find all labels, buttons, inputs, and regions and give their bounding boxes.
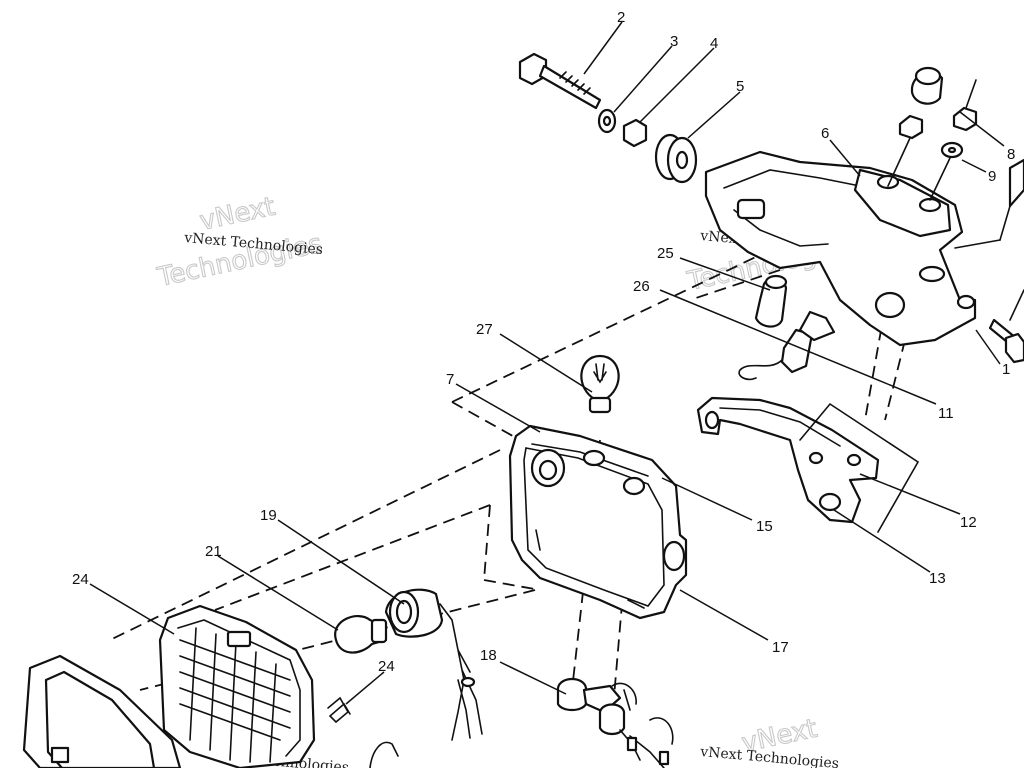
callout-12: 12 <box>960 514 977 531</box>
callout-19: 21 <box>205 543 222 560</box>
callout-11: 11 <box>938 405 954 422</box>
callout-14: 15 <box>756 518 773 535</box>
part-grommet <box>654 133 698 184</box>
part-lower-sockets <box>556 677 674 768</box>
callout-leader-lines <box>89 21 1005 705</box>
callout-17: 18 <box>480 647 497 664</box>
part-headlight-housing <box>508 424 688 620</box>
part-lower-bracket <box>696 396 880 524</box>
part-wire-hook <box>369 741 399 768</box>
callout-27: 27 <box>476 321 493 338</box>
part-washer <box>597 108 617 134</box>
part-bulb-socket <box>754 274 788 328</box>
callout-18: 19 <box>260 507 277 524</box>
part-headlight-lens <box>158 604 316 768</box>
assembly-guide-lines <box>109 234 906 721</box>
part-side-screw <box>954 158 1024 249</box>
part-mounting-screw <box>988 289 1024 364</box>
callout-15: 17 <box>772 639 789 656</box>
callout-9: 9 <box>988 168 996 185</box>
part-headlight-bracket <box>704 150 977 347</box>
callout-labels: 2 3 4 5 6 8 9 1 25 26 27 7 11 15 12 13 1… <box>72 9 1015 675</box>
callout-6: 6 <box>821 125 829 142</box>
callout-8: 8 <box>1007 146 1015 163</box>
callout-one: 1 <box>1002 361 1010 378</box>
part-lamp-socket <box>384 588 483 741</box>
part-bulb <box>580 354 620 414</box>
watermark-line1: vNext <box>197 192 278 237</box>
part-spacer <box>622 118 648 148</box>
part-small-bulb <box>334 615 388 654</box>
part-wire-connector <box>738 310 836 381</box>
callout-5: 5 <box>736 78 744 95</box>
callout-4: 4 <box>710 35 718 52</box>
part-spring-clip <box>327 696 351 724</box>
callout-24: 24 <box>72 571 89 588</box>
part-bumper-and-nut <box>887 66 978 187</box>
watermark-bottom-right: vNext vNext Technologies <box>699 713 840 768</box>
callout-1: 2 <box>617 9 625 26</box>
callout-25: 25 <box>657 245 674 262</box>
watermark-top-left: vNext Technologies vNext Technologies <box>154 191 326 293</box>
part-bolt <box>518 52 602 110</box>
part-washer-small <box>929 141 964 201</box>
part-headlight-bezel <box>22 654 182 768</box>
callout-7: 7 <box>446 371 454 388</box>
callout-13: 13 <box>929 570 946 587</box>
callout-26: 26 <box>633 278 650 295</box>
callout-21: 24 <box>378 658 395 675</box>
callout-3: 3 <box>670 33 678 50</box>
part-lower-bracket-outline <box>799 402 920 533</box>
